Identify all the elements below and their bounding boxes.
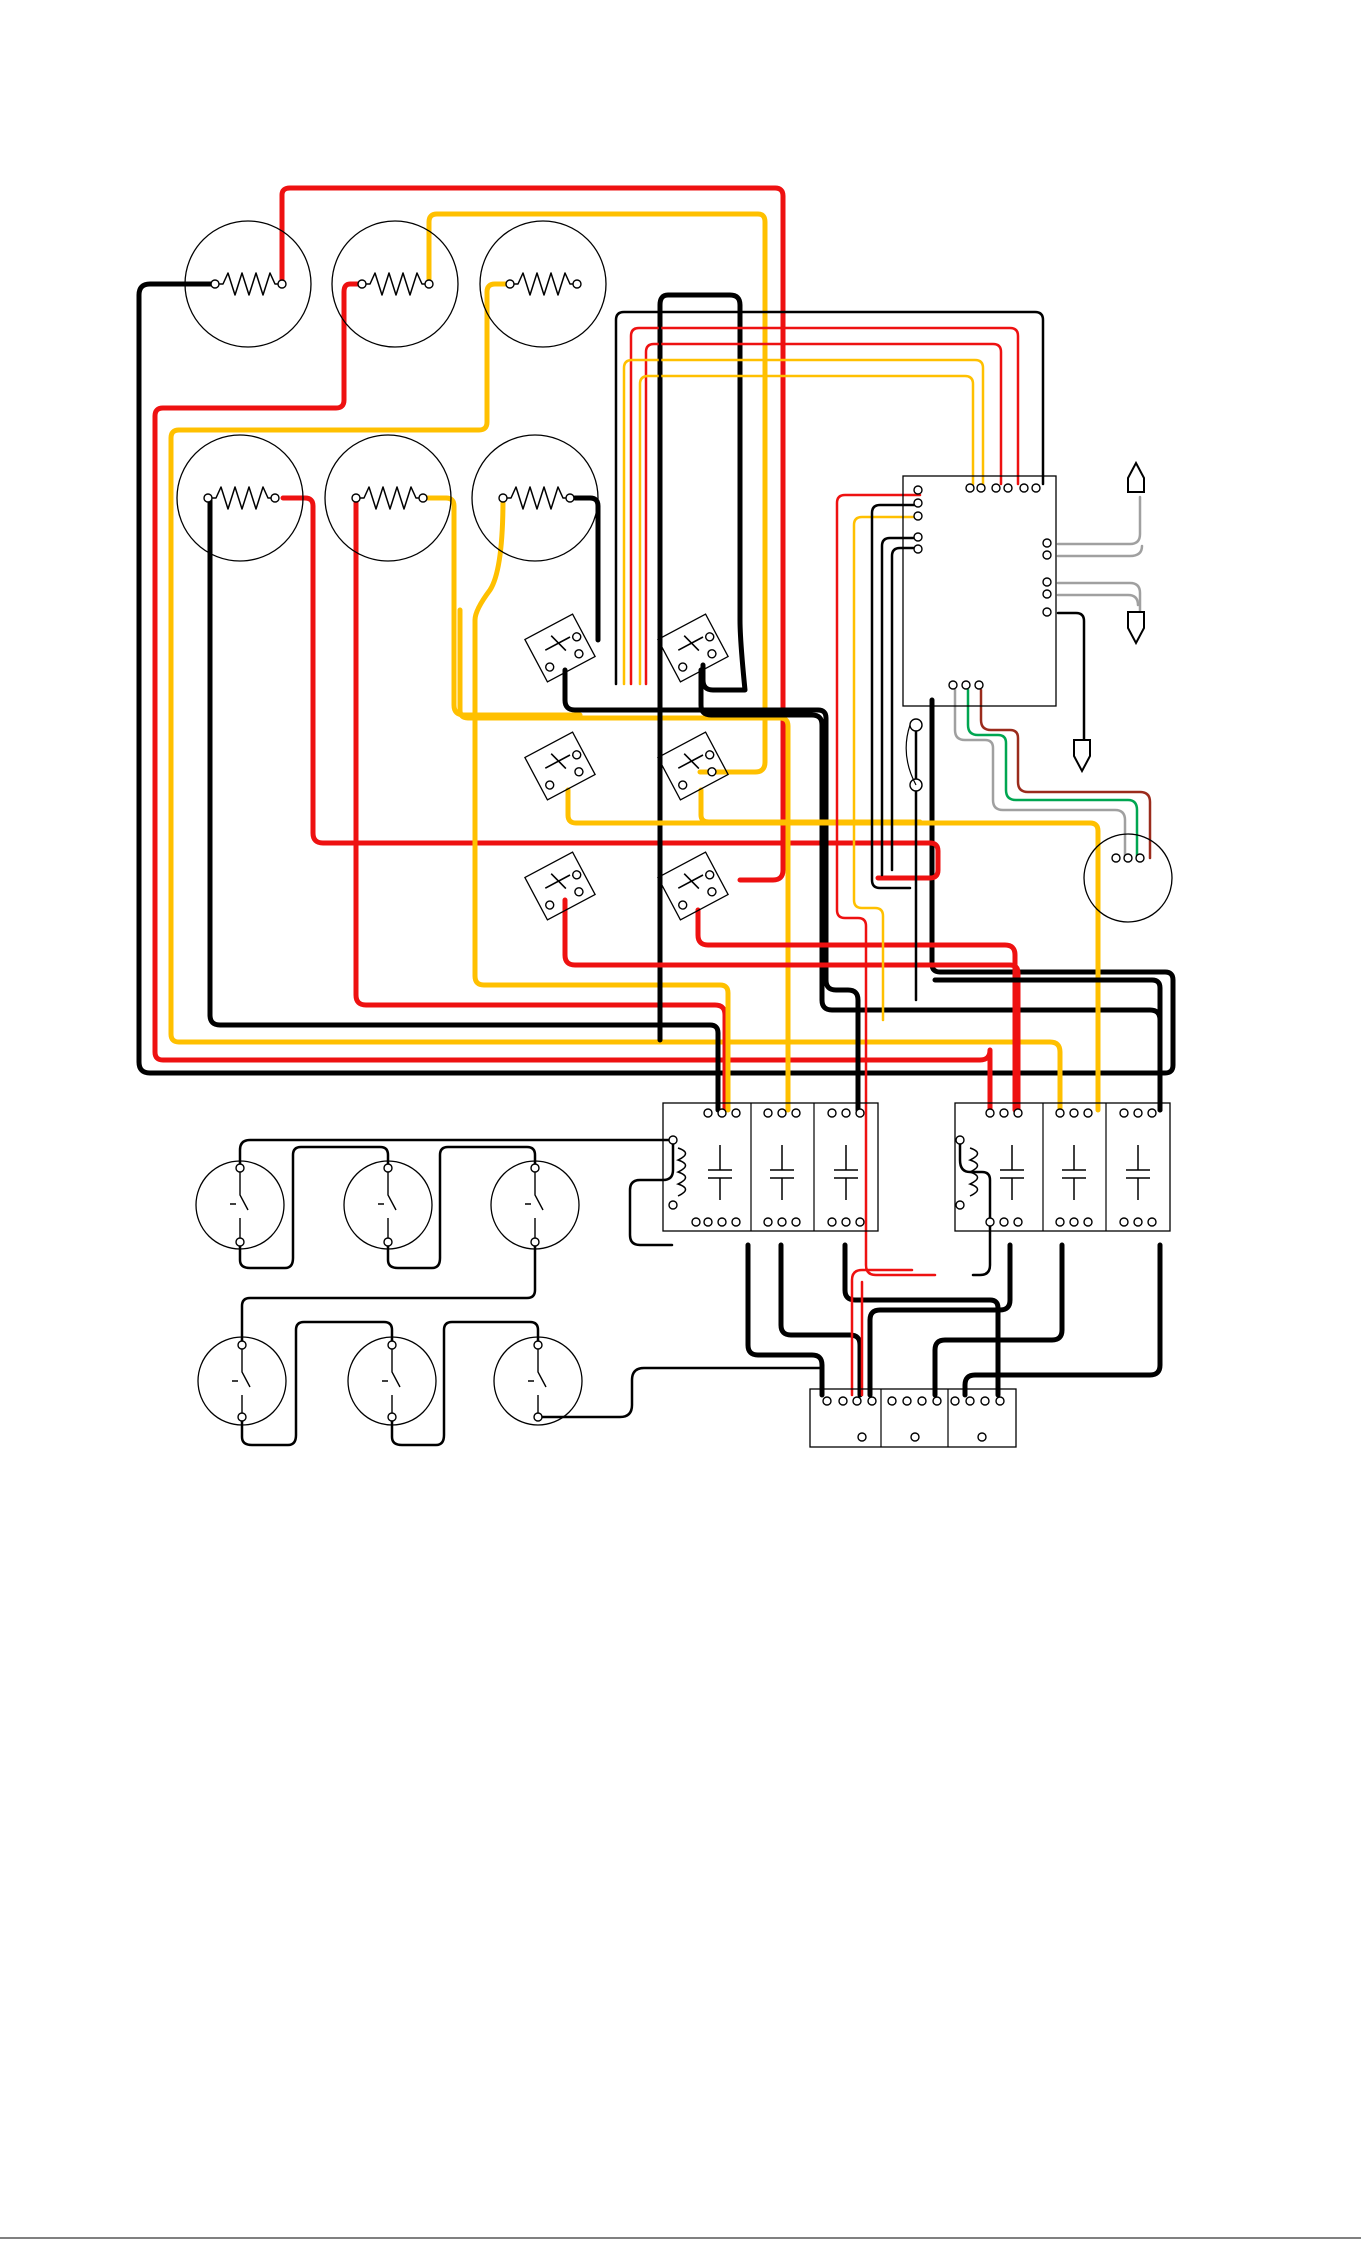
thermostat-switch <box>525 614 595 682</box>
wire-black <box>240 1140 673 1168</box>
pressure-switch <box>344 1161 432 1249</box>
thermostat-switch <box>525 732 595 800</box>
control-board <box>903 476 1056 791</box>
wire-black <box>388 1147 535 1268</box>
wire-gray <box>1058 546 1142 556</box>
heater-elements <box>177 221 606 561</box>
contactor <box>955 1103 1170 1231</box>
wire-gray <box>1058 497 1140 544</box>
pressure-switch <box>491 1161 579 1249</box>
wire-black <box>392 1322 538 1445</box>
wire-red <box>837 495 935 1275</box>
terminal-block <box>810 1389 1016 1447</box>
thermostat-switches <box>525 614 728 920</box>
pressure-switches <box>196 1161 582 1425</box>
wire-lug <box>1128 612 1144 643</box>
wire-red <box>646 344 1001 684</box>
wire-gray <box>1058 583 1140 612</box>
pressure-switch <box>198 1337 286 1425</box>
wires <box>139 188 1173 1445</box>
wire-yellow <box>475 498 728 1110</box>
pressure-switch <box>494 1337 582 1425</box>
wire-red <box>356 498 725 1110</box>
wire-black <box>210 498 718 1110</box>
wire-black <box>935 980 1160 1110</box>
wire-black <box>240 1147 388 1268</box>
wire-yellow <box>640 376 973 684</box>
thermostat-switch <box>525 852 595 920</box>
wire-lug <box>1128 463 1144 492</box>
thermostat-switch <box>658 614 728 682</box>
wire-yellow <box>701 790 920 822</box>
thermostat-switch <box>658 852 728 920</box>
wire-black <box>242 1322 392 1445</box>
contactors <box>663 1103 1170 1231</box>
thermostat-switch <box>658 732 728 800</box>
wire-lug <box>1074 740 1090 771</box>
pressure-switch <box>348 1337 436 1425</box>
wire-black <box>872 505 920 888</box>
wire-black <box>1058 613 1084 740</box>
wire-red <box>631 328 1018 684</box>
wire-gray <box>1058 595 1138 605</box>
wire-yellow <box>624 360 983 684</box>
wire-black <box>960 1140 990 1275</box>
wire-black <box>630 1140 673 1245</box>
wire-black <box>748 1245 822 1395</box>
contactor <box>663 1103 878 1231</box>
pressure-switch <box>196 1161 284 1249</box>
